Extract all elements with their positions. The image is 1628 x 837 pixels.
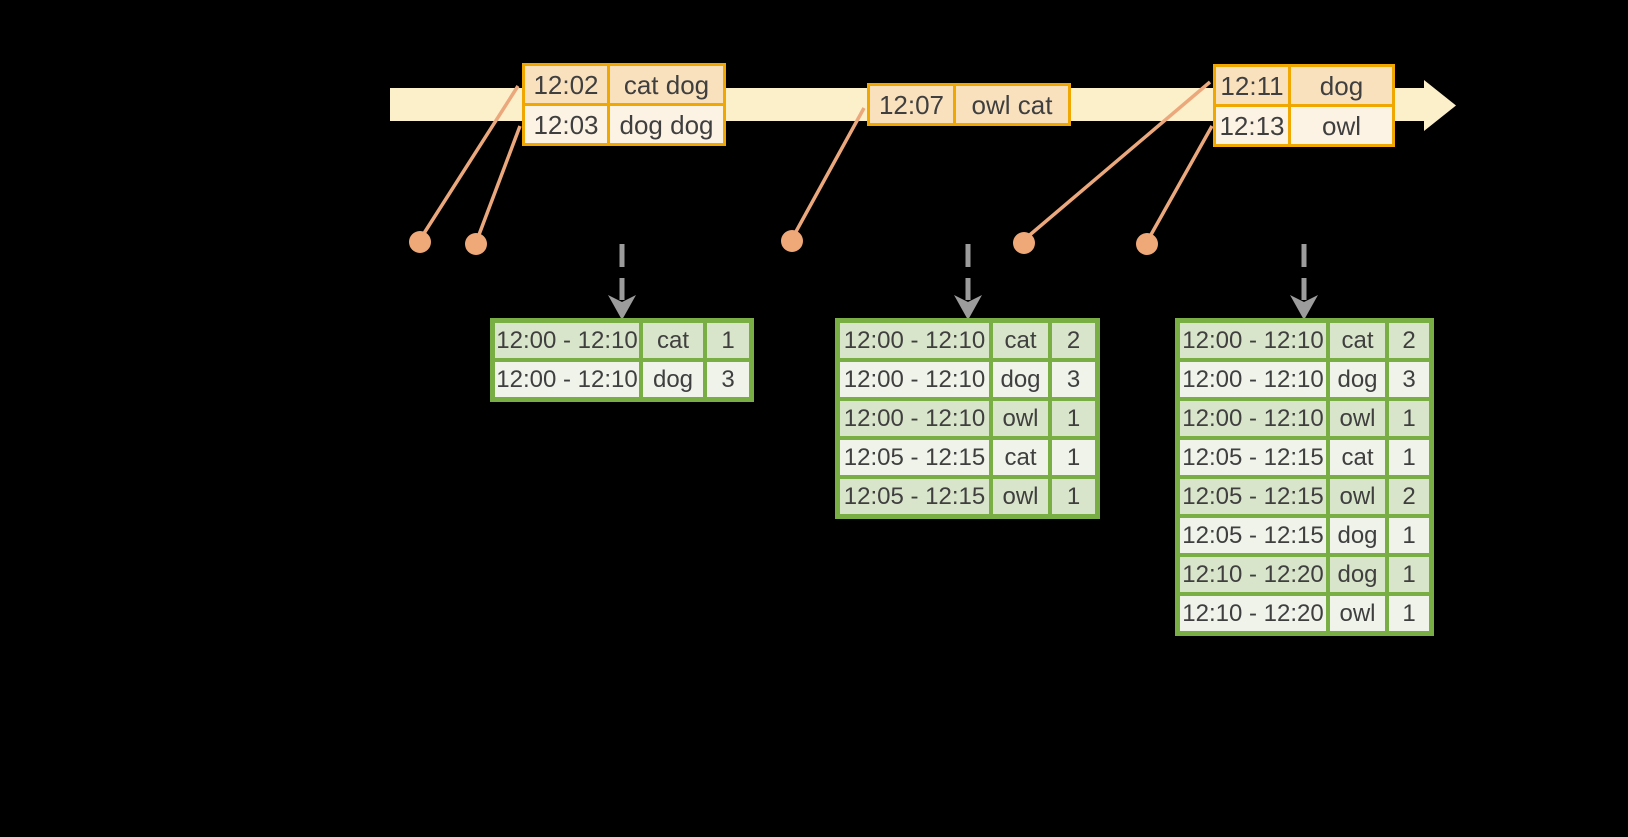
flow-arrow-head-1-icon [608,295,636,320]
result-row: 12:05 - 12:15 cat 1 [840,440,1095,475]
word-cell: owl [1330,401,1385,436]
word-cell: dog [1330,557,1385,592]
leader-line-1211 [1023,80,1212,241]
count-cell: 1 [1052,440,1095,475]
count-cell: 1 [707,323,749,358]
event-words-cell: owl cat [956,86,1068,123]
event-time-cell: 12:13 [1216,107,1288,144]
count-cell: 1 [1389,557,1429,592]
count-cell: 2 [1389,323,1429,358]
count-cell: 2 [1052,323,1095,358]
count-cell: 3 [1052,362,1095,397]
result-row: 12:00 - 12:10 cat 2 [840,323,1095,358]
window-cell: 12:00 - 12:10 [1180,362,1326,397]
window-cell: 12:00 - 12:10 [495,362,639,397]
result-row: 12:05 - 12:15 owl 1 [840,479,1095,514]
window-cell: 12:10 - 12:20 [1180,557,1326,592]
result-table-1: 12:00 - 12:10 cat 1 12:00 - 12:10 dog 3 [490,318,754,402]
event-words-cell: dog dog [610,106,723,143]
count-cell: 1 [1052,401,1095,436]
word-cell: dog [1330,518,1385,553]
window-cell: 12:00 - 12:10 [840,401,989,436]
result-row: 12:05 - 12:15 owl 2 [1180,479,1429,514]
window-cell: 12:05 - 12:15 [1180,518,1326,553]
leader-line-1213 [1146,125,1214,241]
event-dots [409,230,1158,255]
leader-line-1202 [419,85,520,239]
word-cell: owl [993,479,1048,514]
window-cell: 12:05 - 12:15 [1180,440,1326,475]
window-cell: 12:00 - 12:10 [495,323,639,358]
result-row: 12:05 - 12:15 dog 1 [1180,518,1429,553]
event-table-2: 12:07 owl cat [867,83,1071,126]
window-cell: 12:05 - 12:15 [840,479,989,514]
word-cell: dog [1330,362,1385,397]
event-row: 12:03 dog dog [525,106,723,143]
word-cell: cat [643,323,703,358]
window-cell: 12:00 - 12:10 [1180,323,1326,358]
result-row: 12:00 - 12:10 dog 3 [840,362,1095,397]
window-cell: 12:00 - 12:10 [840,323,989,358]
count-cell: 1 [1389,401,1429,436]
event-time-cell: 12:02 [525,66,607,103]
window-cell: 12:05 - 12:15 [1180,479,1326,514]
word-cell: cat [1330,323,1385,358]
event-table-3: 12:11 dog 12:13 owl [1213,64,1395,147]
result-row: 12:05 - 12:15 cat 1 [1180,440,1429,475]
event-time-cell: 12:11 [1216,67,1288,104]
event-dot-1207 [781,230,803,252]
flow-arrow-head-2-icon [954,295,982,320]
event-row: 12:02 cat dog [525,66,723,103]
count-cell: 3 [707,362,749,397]
count-cell: 1 [1389,596,1429,631]
leader-line-1203 [475,125,522,241]
result-row: 12:00 - 12:10 owl 1 [1180,401,1429,436]
result-row: 12:00 - 12:10 dog 3 [1180,362,1429,397]
event-words-cell: owl [1291,107,1392,144]
result-row: 12:00 - 12:10 dog 3 [495,362,749,397]
result-row: 12:00 - 12:10 owl 1 [840,401,1095,436]
event-row: 12:11 dog [1216,67,1392,104]
count-cell: 1 [1389,518,1429,553]
count-cell: 2 [1389,479,1429,514]
event-row: 12:13 owl [1216,107,1392,144]
word-cell: cat [993,440,1048,475]
result-row: 12:00 - 12:10 cat 2 [1180,323,1429,358]
count-cell: 1 [1389,440,1429,475]
event-leader-lines [419,80,1214,241]
event-words-cell: cat dog [610,66,723,103]
event-row: 12:07 owl cat [870,86,1068,123]
window-cell: 12:10 - 12:20 [1180,596,1326,631]
word-cell: cat [1330,440,1385,475]
word-cell: cat [993,323,1048,358]
window-cell: 12:00 - 12:10 [1180,401,1326,436]
count-cell: 1 [1052,479,1095,514]
result-table-3: 12:00 - 12:10 cat 2 12:00 - 12:10 dog 3 … [1175,318,1434,636]
flow-arrow-head-3-icon [1290,295,1318,320]
result-table-2: 12:00 - 12:10 cat 2 12:00 - 12:10 dog 3 … [835,318,1100,519]
window-cell: 12:00 - 12:10 [840,362,989,397]
timeline-arrow-head-icon [1424,80,1456,131]
leader-line-1207 [791,107,866,238]
result-row: 12:00 - 12:10 cat 1 [495,323,749,358]
event-time-cell: 12:07 [870,86,953,123]
event-dot-1211 [1013,232,1035,254]
event-dot-1213 [1136,233,1158,255]
event-dot-1202 [409,231,431,253]
word-cell: owl [993,401,1048,436]
result-row: 12:10 - 12:20 dog 1 [1180,557,1429,592]
flow-arrows [608,244,1318,320]
event-words-cell: dog [1291,67,1392,104]
word-cell: dog [643,362,703,397]
event-table-1: 12:02 cat dog 12:03 dog dog [522,63,726,146]
window-cell: 12:05 - 12:15 [840,440,989,475]
result-row: 12:10 - 12:20 owl 1 [1180,596,1429,631]
word-cell: dog [993,362,1048,397]
word-cell: owl [1330,479,1385,514]
event-dot-1203 [465,233,487,255]
word-cell: owl [1330,596,1385,631]
count-cell: 3 [1389,362,1429,397]
event-time-cell: 12:03 [525,106,607,143]
